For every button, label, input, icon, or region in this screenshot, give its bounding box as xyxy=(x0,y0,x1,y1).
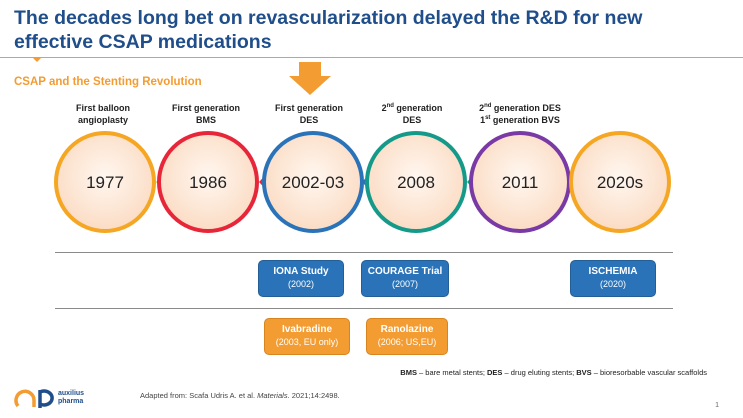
drug-box-ranolazine: Ranolazine (2006; US,EU) xyxy=(366,318,448,355)
milestone-label-line: First generation xyxy=(171,103,240,113)
year-label: 2011 xyxy=(502,173,539,192)
highlight-down-arrow-icon xyxy=(289,62,331,95)
company-logo: auxilius pharma xyxy=(14,384,102,412)
year-label: 2002-03 xyxy=(282,173,344,192)
drug-detail: (2003, EU only) xyxy=(275,337,339,347)
trial-box-courage: COURAGE Trial (2007) xyxy=(361,260,449,297)
section-subtitle: CSAP and the Stenting Revolution xyxy=(14,76,202,88)
milestone-label-line: DES xyxy=(299,115,319,125)
page-number: 1 xyxy=(715,402,719,409)
divider-line xyxy=(55,308,673,309)
title-divider xyxy=(0,57,743,58)
milestone-label-line: angioplasty xyxy=(77,115,128,125)
year-label: 1977 xyxy=(86,173,124,192)
milestone-label-line: BMS xyxy=(196,115,216,125)
logo-wordmark: auxilius pharma xyxy=(58,390,85,405)
source-citation: Adapted from: Scafa Udris A. et al. Mate… xyxy=(140,391,340,400)
drug-name: Ivabradine xyxy=(281,324,333,335)
milestone-label-2008: 2nd generation DES xyxy=(362,102,462,126)
milestone-label-line: 2nd generation DES xyxy=(479,103,561,113)
trial-box-ischemia: ISCHEMIA (2020) xyxy=(570,260,656,297)
drug-detail: (2006; US,EU) xyxy=(377,337,437,347)
milestone-label-1986: First generation BMS xyxy=(156,102,256,126)
milestone-label-2011: 2nd generation DES 1st generation BVS xyxy=(470,102,570,126)
trial-name: ISCHEMIA xyxy=(588,266,638,277)
trial-year: (2020) xyxy=(599,279,626,289)
trial-name: COURAGE Trial xyxy=(367,266,443,277)
milestone-label-1977: First balloon angioplasty xyxy=(53,102,153,126)
year-label: 2008 xyxy=(397,173,435,192)
drug-name: Ranolazine xyxy=(380,324,434,335)
title-divider-notch xyxy=(32,57,42,62)
abbreviation-legend: BMS – bare metal stents; DES – drug elut… xyxy=(400,368,707,377)
milestone-label-2002: First generation DES xyxy=(259,102,359,126)
trial-box-iona: IONA Study (2002) xyxy=(258,260,344,297)
milestone-label-line: 1st generation BVS xyxy=(480,115,560,125)
milestone-label-line: First generation xyxy=(274,103,343,113)
year-label: 2020s xyxy=(597,173,643,192)
timeline-node-2020s xyxy=(569,131,671,233)
drug-box-ivabradine: Ivabradine (2003, EU only) xyxy=(264,318,350,355)
milestone-label-line: DES xyxy=(402,115,422,125)
trial-name: IONA Study xyxy=(273,266,329,277)
milestone-label-line: 2nd generation xyxy=(381,103,443,113)
year-label: 1986 xyxy=(189,173,227,192)
trial-year: (2002) xyxy=(287,279,314,289)
divider-line xyxy=(55,252,673,253)
trial-year: (2007) xyxy=(391,279,418,289)
milestone-label-line: First balloon xyxy=(76,103,130,113)
slide-title: The decades long bet on revascularizatio… xyxy=(14,7,643,53)
